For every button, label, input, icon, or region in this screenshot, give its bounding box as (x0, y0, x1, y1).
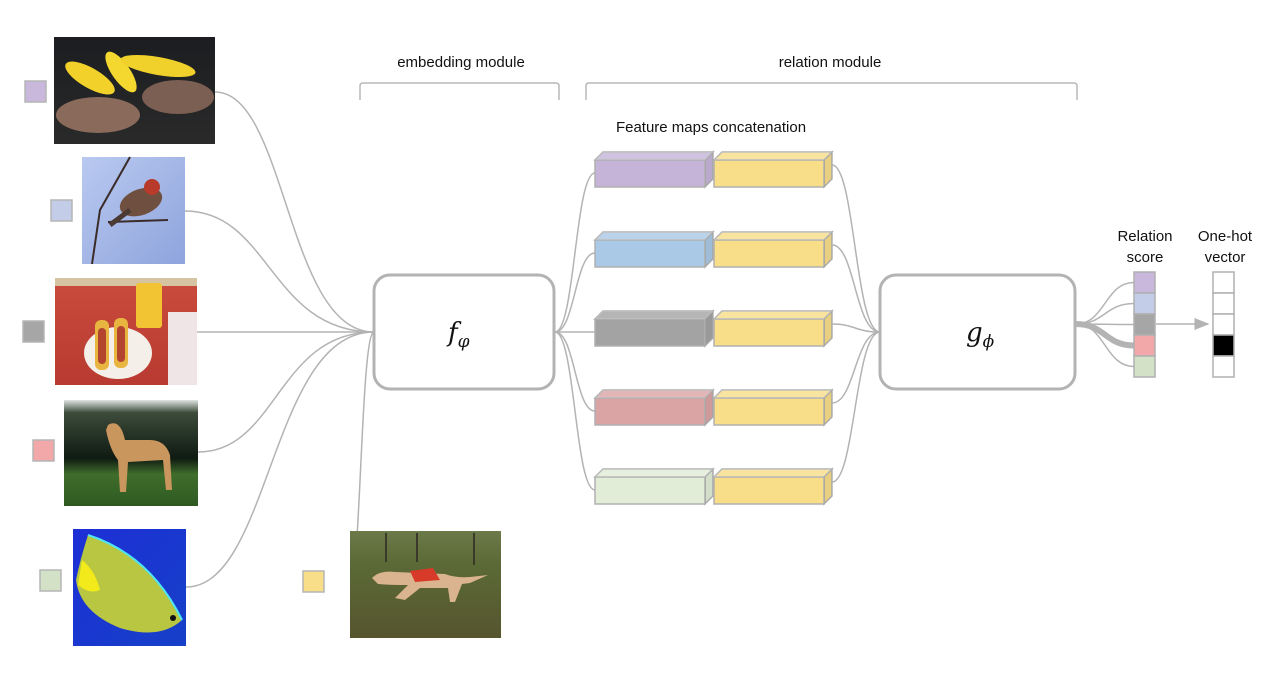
relation-output-line-0 (1075, 281, 1135, 325)
relation-module-bracket (585, 82, 1078, 100)
query-class-color-square (302, 570, 325, 593)
support-image-4 (73, 529, 186, 646)
embedding-input-line-1 (184, 210, 375, 333)
relation-score-vector (1133, 271, 1156, 378)
class-color-square-2 (22, 320, 45, 343)
class-color-square-4 (39, 569, 62, 592)
embedding-input-line-0 (214, 91, 375, 333)
query-feature-map-2 (712, 309, 834, 348)
embedding-module-label: embedding module (397, 54, 525, 71)
query-feature-map-1 (712, 230, 834, 269)
relation-score-label-line1: Relation (1117, 228, 1172, 245)
relation-module-label: relation module (779, 54, 882, 71)
support-feature-map-4 (593, 467, 715, 506)
one-hot-cell-4 (1212, 355, 1235, 378)
embedding-module-box: fφ (372, 273, 556, 391)
one-hot-cell-0 (1212, 271, 1235, 294)
embedding-input-line-4 (185, 331, 375, 588)
class-color-square-3 (32, 439, 55, 462)
feature-line-in-3 (554, 331, 596, 412)
relation-score-cell-4 (1133, 355, 1156, 378)
one-hot-vector (1212, 271, 1235, 378)
query-image (350, 531, 501, 638)
feature-line-in-4 (554, 331, 596, 491)
relation-module-box: gϕ (878, 273, 1077, 391)
relation-function-symbol: gϕ (966, 318, 995, 352)
feature-blocks (593, 150, 834, 506)
support-image-3 (64, 400, 198, 506)
feature-maps-label: Feature maps concatenation (616, 119, 806, 136)
feature-line-out-3 (831, 331, 881, 404)
relation-output-line-3 (1075, 321, 1135, 349)
support-feature-map-3 (593, 388, 715, 427)
relation-output-line-4 (1075, 323, 1135, 368)
feature-line-out-4 (831, 331, 881, 483)
one-hot-cell-3 (1212, 334, 1235, 357)
relation-score-label-line2: score (1127, 249, 1164, 266)
relation-score-cell-0 (1133, 271, 1156, 294)
support-image-0 (54, 37, 215, 144)
feature-line-out-2 (831, 323, 881, 333)
relation-output-line-1 (1075, 302, 1135, 325)
support-feature-map-0 (593, 150, 715, 189)
feature-line-in-1 (554, 252, 596, 333)
support-feature-map-2 (593, 309, 715, 348)
one-hot-label-line2: vector (1205, 249, 1246, 266)
feature-line-out-0 (831, 164, 881, 333)
class-color-square-1 (50, 199, 73, 222)
feature-line-in-0 (554, 172, 596, 333)
one-hot-cell-1 (1212, 292, 1235, 315)
query-feature-map-0 (712, 150, 834, 189)
support-image-1 (82, 156, 185, 265)
relation-score-cell-2 (1133, 313, 1156, 336)
one-hot-cell-2 (1212, 313, 1235, 336)
feature-line-out-1 (831, 244, 881, 333)
embedding-module-bracket (359, 82, 560, 100)
query-feature-map-4 (712, 467, 834, 506)
support-feature-map-1 (593, 230, 715, 269)
embedding-input-line-3 (197, 331, 375, 453)
support-image-2 (55, 278, 197, 385)
class-color-square-0 (24, 80, 47, 103)
query-feature-map-3 (712, 388, 834, 427)
one-hot-label-line1: One-hot (1198, 228, 1253, 245)
relation-score-cell-3 (1133, 334, 1156, 357)
relation-score-cell-1 (1133, 292, 1156, 315)
